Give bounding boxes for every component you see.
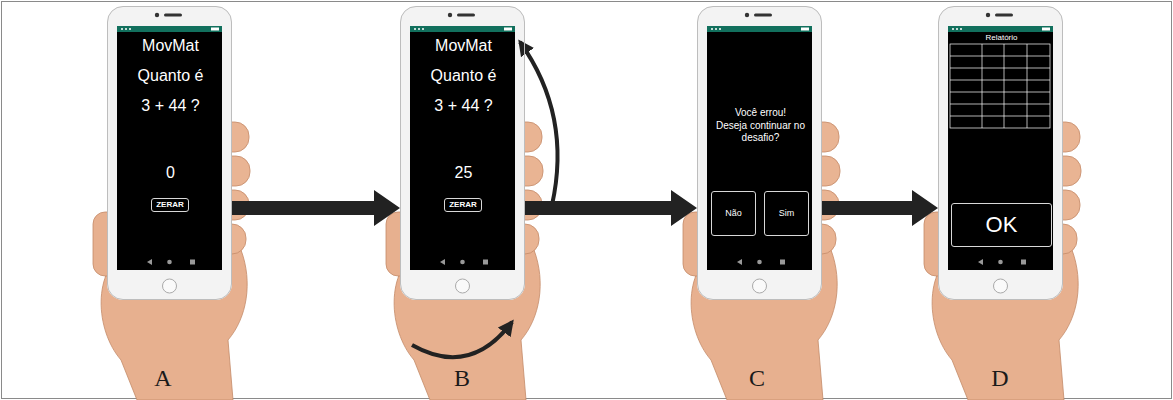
panel-letter: A — [133, 364, 193, 392]
button-label: Sim — [779, 208, 795, 219]
screen-text: MovMat — [118, 36, 223, 56]
flow-arrow — [232, 190, 400, 226]
screen-text: MovMat — [411, 36, 516, 56]
screen-text: Deseja continuar no desafio? — [708, 120, 813, 144]
phone-body — [938, 6, 1063, 300]
report-table — [950, 44, 1050, 128]
button-label: ZERAR — [156, 200, 184, 210]
flow-arrow — [822, 190, 938, 226]
phone-screen: RelatórioOK — [938, 6, 1063, 300]
phone-body — [400, 6, 525, 300]
screen-text: Quanto é — [118, 66, 223, 86]
screen-text: Quanto é — [411, 66, 516, 86]
flow-arrow — [525, 190, 697, 226]
tilt-gesture-arrow — [520, 42, 558, 205]
phone-screen: MovMatQuanto é 3 + 44 ? 25ZERAR — [400, 6, 525, 300]
screen-text: 0 — [118, 163, 223, 183]
panel-letter: B — [432, 364, 492, 392]
screen-text: Relatório — [949, 32, 1054, 44]
screen-button: Não — [711, 191, 756, 236]
screen-button: ZERAR — [151, 198, 189, 212]
screen-text: Você errou! — [708, 107, 813, 119]
screen-text: 3 + 44 ? — [411, 96, 516, 116]
screen-button: ZERAR — [444, 198, 482, 212]
screen-button: Sim — [764, 191, 809, 236]
screen-button: OK — [951, 203, 1052, 247]
rotate-gesture-arrow — [412, 322, 512, 357]
screen-text: 25 — [411, 163, 516, 183]
button-label: OK — [986, 213, 1018, 237]
phone-body — [107, 6, 232, 300]
phone-screen: MovMatQuanto é 3 + 44 ? 0ZERAR — [107, 6, 232, 300]
panel-letter: C — [727, 364, 787, 392]
button-label: Não — [725, 208, 742, 219]
phone-body — [697, 6, 822, 300]
phone-screen: Você errou!Deseja continuar no desafio? N… — [697, 6, 822, 300]
button-label: ZERAR — [449, 200, 477, 210]
screen-text: 3 + 44 ? — [118, 96, 223, 116]
panel-letter: D — [970, 364, 1030, 392]
